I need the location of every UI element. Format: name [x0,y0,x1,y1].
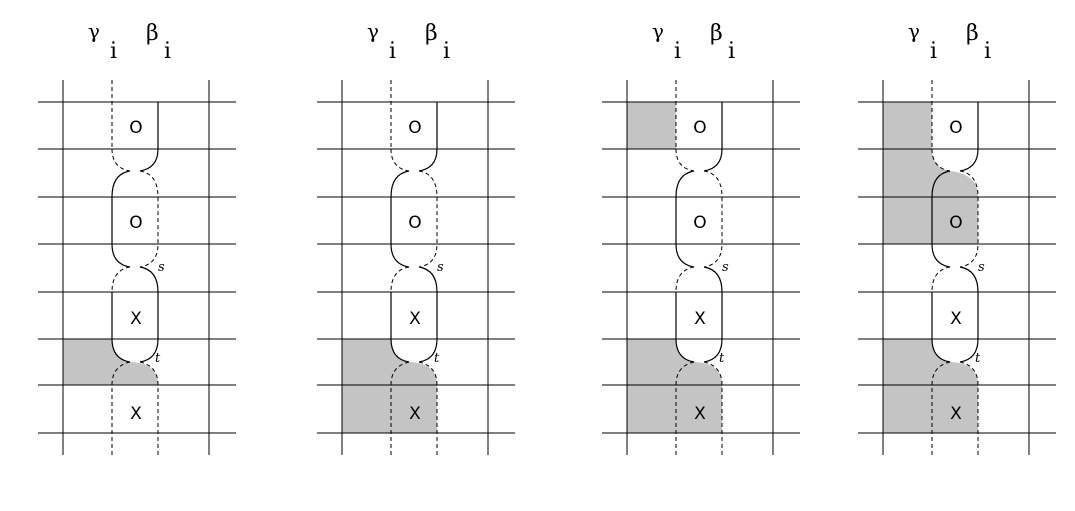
beta-subscript: i [728,39,735,64]
shaded-region [627,102,676,149]
shaded-region [112,362,158,385]
cell-mark-o: O [693,118,706,138]
label-t: t [155,351,161,366]
beta-symbol: β [710,21,723,46]
curve-beta [418,102,438,455]
cell-mark-o: O [408,118,421,138]
label-t: t [975,351,981,366]
beta-subscript: i [984,39,991,64]
gamma-symbol: γ [88,19,100,43]
cell-mark-x: X [694,404,706,424]
cell-mark-o: O [129,213,142,233]
cell-mark-x: X [694,309,706,329]
gamma-subscript: i [389,39,396,64]
shaded-region [63,339,130,385]
grid-panel-1: γ i β i O O X X s t [38,19,236,455]
cell-mark-x: X [130,309,142,329]
beta-subscript: i [164,39,171,64]
curve-gamma [931,80,951,455]
label-s: s [437,260,444,275]
cell-mark-o: O [949,213,962,233]
grid-panel-2: γ i β i O O X X s t [317,19,515,455]
gamma-subscript: i [110,39,117,64]
cell-mark-x: X [409,404,421,424]
shaded-region [883,339,978,433]
gamma-subscript: i [674,39,681,64]
cell-mark-x: X [130,404,142,424]
label-t: t [434,351,440,366]
gamma-symbol: γ [908,19,920,43]
grid-panel-3: γ i β i O O X X s t [602,19,800,455]
cell-mark-o: O [949,118,962,138]
gamma-symbol: γ [367,19,379,43]
label-s: s [722,260,729,275]
beta-symbol: β [146,21,159,46]
curve-gamma [111,80,131,455]
grid-panel-4: γ i β i O O X X s t [858,19,1056,455]
grid-lines [858,80,1056,455]
shaded-region [883,102,978,244]
cell-mark-o: O [129,118,142,138]
curve-gamma [390,80,410,455]
label-t: t [719,351,725,366]
gamma-subscript: i [930,39,937,64]
grid-lines [317,80,515,455]
cell-mark-x: X [409,309,421,329]
cell-mark-o: O [693,213,706,233]
cell-mark-o: O [408,213,421,233]
label-s: s [978,260,985,275]
shaded-region [627,339,722,433]
cell-mark-x: X [950,309,962,329]
beta-symbol: β [425,21,438,46]
curve-beta [139,102,159,455]
label-s: s [158,260,165,275]
curve-beta [703,102,723,455]
cell-mark-x: X [950,404,962,424]
grid-lines [38,80,236,455]
shaded-region [342,339,437,433]
curve-gamma [675,80,695,455]
curve-beta [959,102,979,455]
gamma-symbol: γ [652,19,664,43]
beta-subscript: i [443,39,450,64]
beta-symbol: β [966,21,979,46]
grid-lines [602,80,800,455]
